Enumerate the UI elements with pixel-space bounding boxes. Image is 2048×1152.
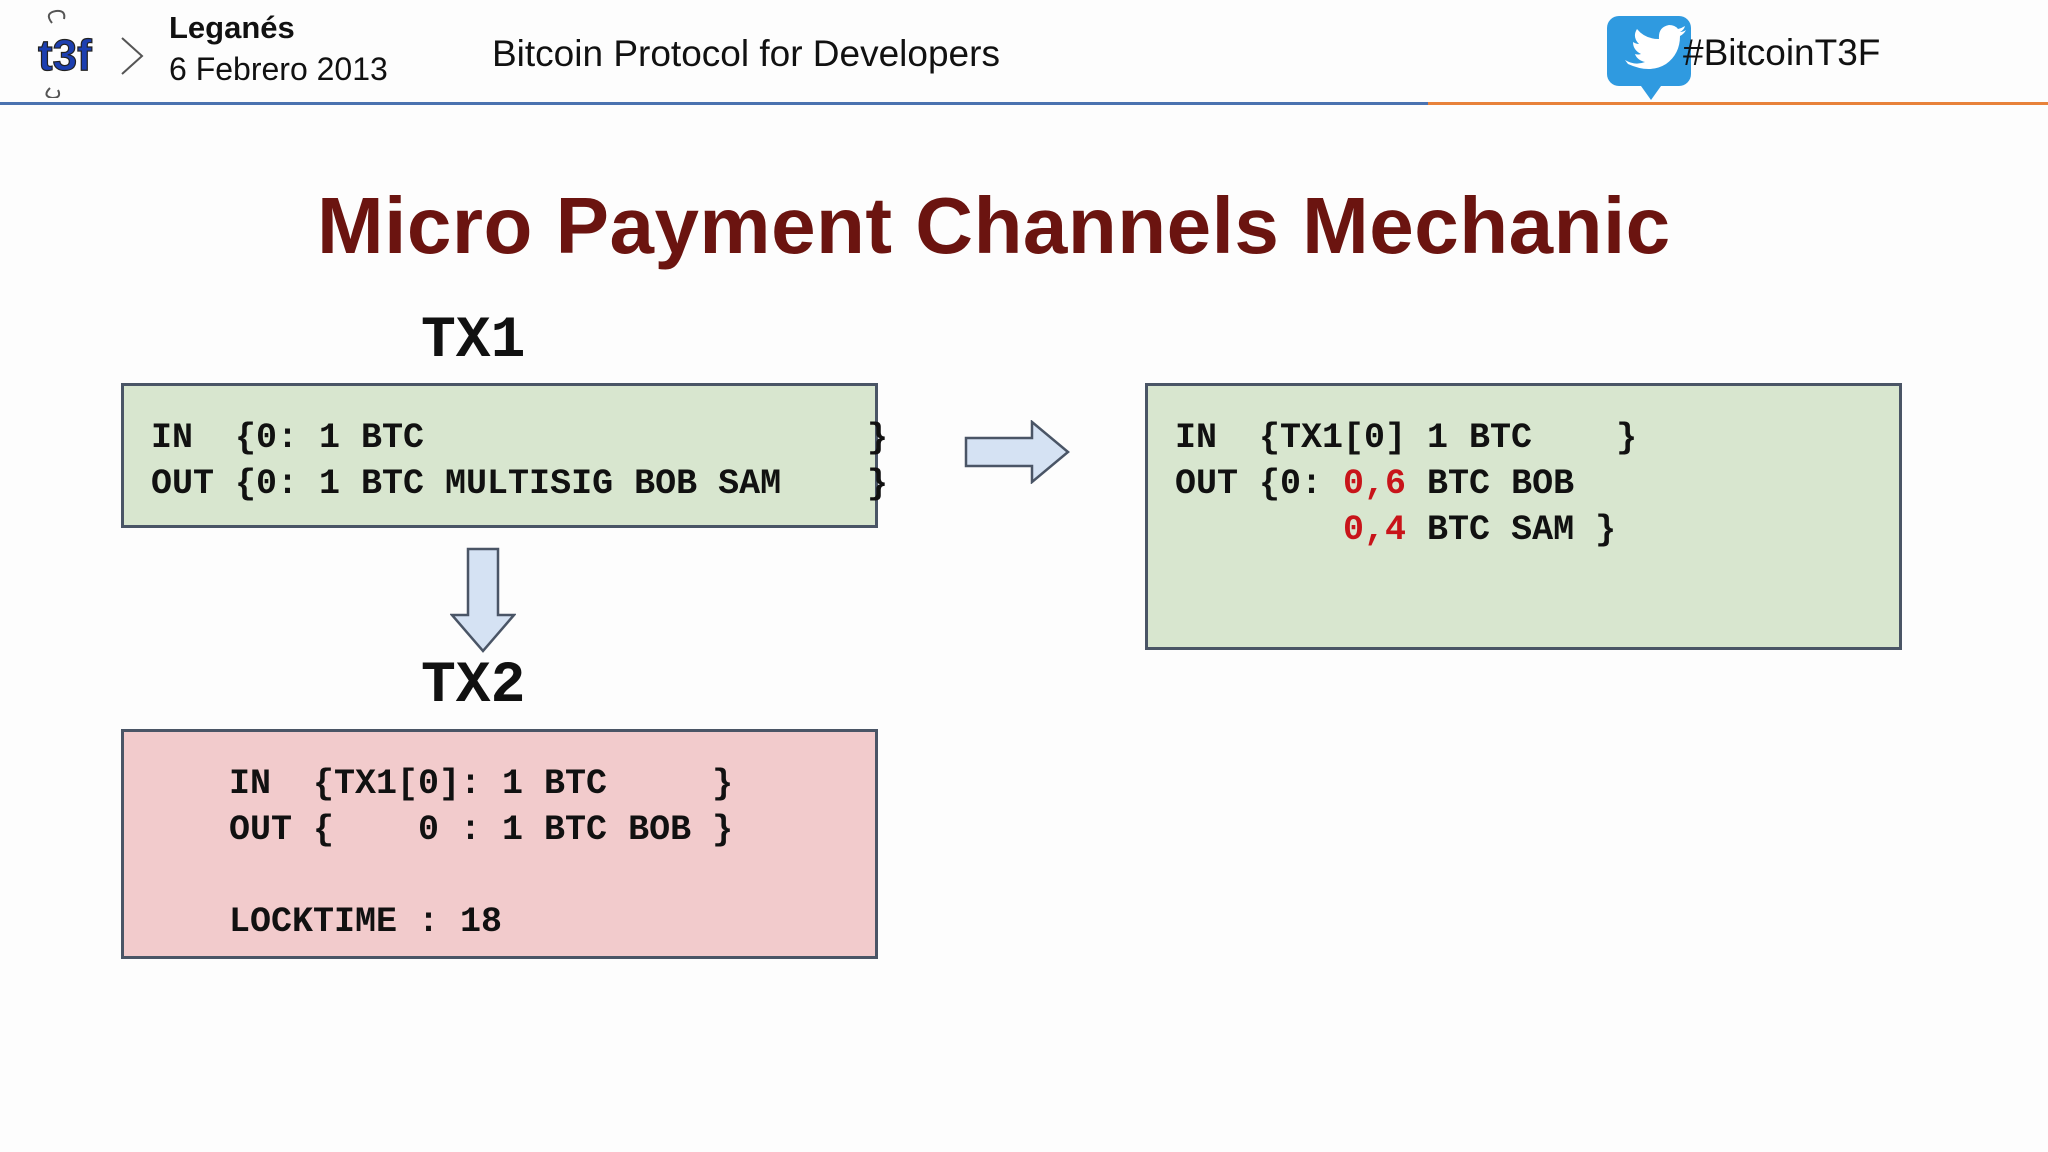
header-divider-orange — [1428, 102, 2048, 105]
settlement-bob-amount: 0,6 — [1343, 464, 1407, 504]
tx1-label: TX1 — [421, 309, 526, 374]
arrow-right-icon — [964, 420, 1070, 484]
tx1-line-in: IN {0: 1 BTC — [151, 418, 425, 458]
tx2-label: TX2 — [421, 654, 526, 719]
settlement-line-in: IN {TX1[0] 1 BTC } — [1175, 418, 1638, 458]
talk-title: Bitcoin Protocol for Developers — [492, 33, 1000, 74]
hashtag: #BitcoinT3F — [1683, 32, 1881, 73]
tx2-line-out: OUT { 0 : 1 BTC BOB } — [229, 810, 734, 850]
arrow-down-icon — [450, 547, 516, 653]
tx2-line-blank — [229, 853, 733, 899]
settlement-code: IN {TX1[0] 1 BTC }OUT {0: 0,6 BTC BOB 0,… — [1175, 415, 1637, 553]
svg-text:t3f: t3f — [38, 31, 92, 80]
event-date: 6 Febrero 2013 — [169, 51, 388, 87]
settlement-out-prefix: OUT {0: — [1175, 464, 1344, 504]
tx1-line-out: OUT {0: 1 BTC MULTISIG BOB SAM — [151, 464, 782, 504]
tx1-brace-in: } — [867, 418, 889, 458]
tx2-line-locktime: LOCKTIME : 18 — [229, 902, 503, 942]
tx2-line-in: IN {TX1[0]: 1 BTC } — [229, 764, 734, 804]
settlement-sam-amount: 0,4 — [1343, 510, 1407, 550]
t3f-logo: t3f — [37, 9, 144, 98]
tx1-box — [121, 383, 878, 528]
tx2-code: IN {TX1[0]: 1 BTC } OUT { 0 : 1 BTC BOB }… — [229, 761, 733, 945]
settlement-line-sam: 0,4 BTC SAM } — [1175, 507, 1637, 553]
tx1-brace-out: } — [867, 464, 889, 504]
twitter-bird-icon — [1607, 16, 1691, 100]
tx2-box — [121, 729, 878, 959]
settlement-sam-prefix — [1175, 510, 1343, 550]
tx1-code: IN {0: 1 BTC OUT {0: 1 BTC MULTISIG BOB S… — [151, 415, 781, 507]
slide-title: Micro Payment Channels Mechanic — [317, 181, 1671, 270]
event-city: Leganés — [169, 10, 295, 45]
settlement-box — [1145, 383, 1902, 650]
settlement-sam-suffix: BTC SAM } — [1406, 510, 1617, 550]
settlement-line-out: OUT {0: 0,6 BTC BOB — [1175, 461, 1637, 507]
settlement-bob-suffix: BTC BOB — [1406, 464, 1575, 504]
header-divider-blue — [0, 102, 1428, 105]
